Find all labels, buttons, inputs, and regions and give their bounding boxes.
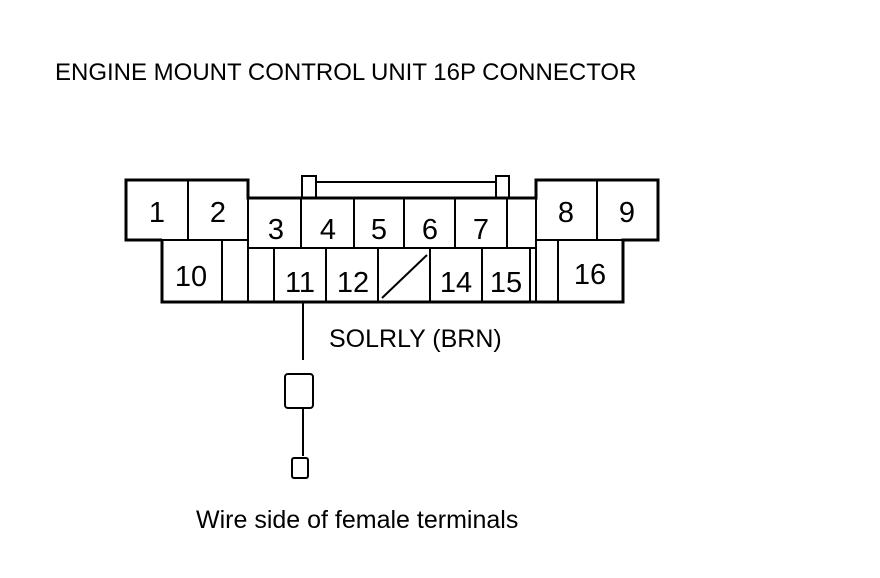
pin-16-label: 16 [574, 259, 606, 291]
pin-3-label: 3 [268, 214, 284, 246]
pin-5-label: 5 [371, 214, 387, 246]
diagram-title: ENGINE MOUNT CONTROL UNIT 16P CONNECTOR [55, 59, 636, 86]
connector-housing [124, 175, 660, 304]
wire-lead [284, 302, 314, 479]
pin-14-label: 14 [440, 267, 472, 299]
unused-cavity-slash [381, 254, 428, 299]
pin-9-label: 9 [619, 197, 635, 229]
pin-8-label: 8 [558, 197, 574, 229]
pin-1-label: 1 [149, 197, 165, 229]
pin-4-label: 4 [320, 214, 336, 246]
pin-10-label: 10 [175, 261, 207, 293]
pin-11-label: 11 [285, 267, 315, 299]
diagram-caption: Wire side of female terminals [196, 506, 518, 534]
pin-7-label: 7 [473, 214, 489, 246]
pin-2-label: 2 [210, 197, 226, 229]
wire-end-icon [291, 457, 309, 479]
female-terminal-icon [284, 373, 314, 409]
wire-label: SOLRLY (BRN) [329, 325, 502, 353]
pin-6-label: 6 [422, 214, 438, 246]
pin-12-label: 12 [337, 267, 369, 299]
pin-15-label: 15 [490, 267, 522, 299]
pin-labels: 1 2 3 4 5 6 7 8 9 10 11 12 14 15 16 [149, 197, 635, 299]
